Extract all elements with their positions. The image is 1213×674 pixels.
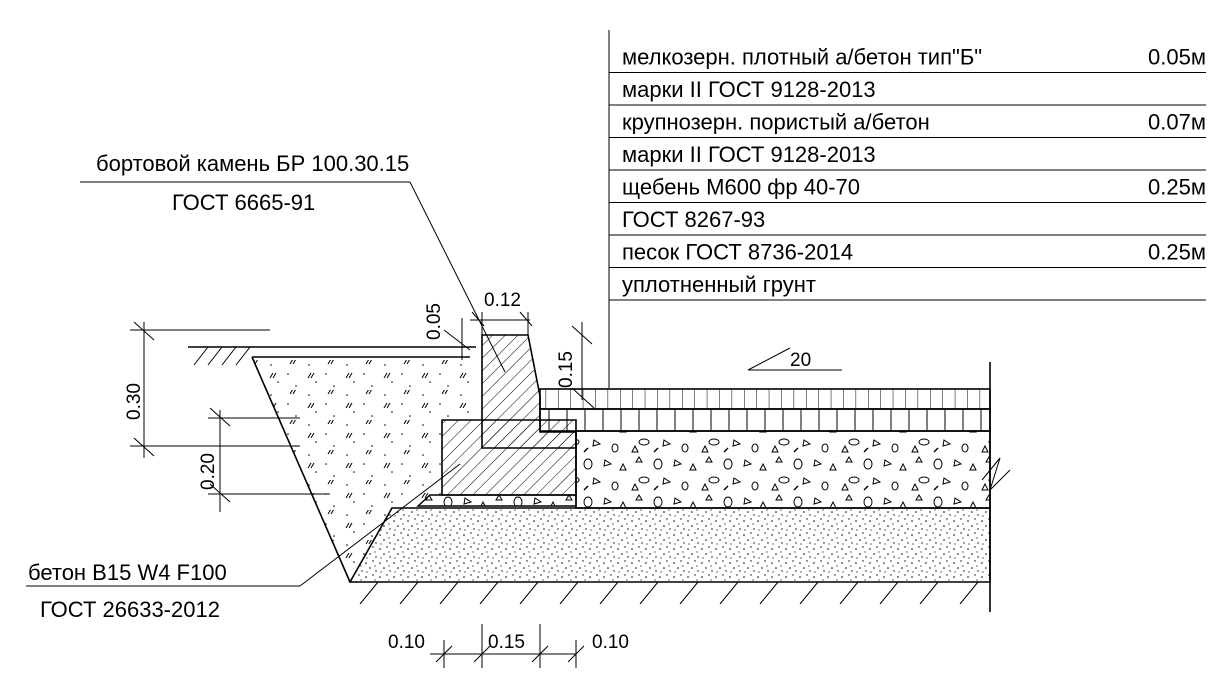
backfill-soil (252, 357, 472, 582)
slope-indicator: 20 (747, 347, 842, 371)
legend-row-text: щебень М600 фр 40-70 (622, 175, 860, 200)
legend-row-text: мелкозерн. плотный а/бетон тип"Б" (622, 45, 982, 70)
ground-hatch-left (193, 346, 251, 366)
curb-stone (481, 334, 577, 449)
trench-slope-left (251, 356, 351, 583)
layer-fine-asphalt (539, 388, 991, 410)
dim-030: 0.30 (124, 383, 145, 420)
legend-row-text: крупнозерн. пористый а/бетон (622, 110, 930, 135)
legend-row-text: марки II ГОСТ 9128-2013 (622, 77, 876, 102)
legend-row-text: марки II ГОСТ 9128-2013 (622, 142, 876, 167)
layer-legend: мелкозерн. плотный а/бетон тип"Б" 0.05м ма… (608, 30, 1206, 388)
layer-crushed-stone (575, 430, 991, 509)
dim-012: 0.12 (484, 290, 521, 311)
break-symbol (981, 457, 1011, 491)
curb-body (481, 334, 577, 449)
curb-label-line2: ГОСТ 6665-91 (172, 190, 315, 215)
legend-row-thickness: 0.25м (1148, 175, 1206, 200)
soil-section (188, 346, 476, 583)
dim-005: 0.05 (424, 303, 445, 340)
legend-rows: мелкозерн. плотный а/бетон тип"Б" 0.05м ма… (609, 45, 1206, 301)
legend-row-text: песок ГОСТ 8736-2014 (622, 240, 853, 265)
legend-row-text: ГОСТ 8267-93 (622, 207, 765, 232)
concrete-gravel-bed (416, 494, 577, 507)
dim-015-vertical: 0.15 (556, 351, 577, 388)
layer-coarse-asphalt (539, 408, 991, 432)
legend-row-thickness: 0.05м (1148, 45, 1206, 70)
dimension-marks: 0.05 0.12 0.15 0.30 0.20 (124, 290, 629, 668)
slope-value: 20 (790, 350, 811, 371)
concrete-label-line2: ГОСТ 26633-2012 (40, 597, 220, 622)
callout-concrete: бетон В15 W4 F100 ГОСТ 26633-2012 (26, 463, 461, 622)
ground-hatch-bottom (359, 581, 979, 605)
dim-bottom-015: 0.15 (488, 632, 525, 653)
road-layers (348, 362, 1011, 612)
legend-row-text: уплотненный грунт (622, 272, 816, 297)
curb-label-line1: бортовой камень БР 100.30.15 (96, 151, 409, 176)
dim-bottom-010-left: 0.10 (388, 632, 425, 653)
callout-curb: бортовой камень БР 100.30.15 ГОСТ 6665-9… (80, 151, 506, 373)
dim-020: 0.20 (198, 453, 219, 490)
legend-row-thickness: 0.25м (1148, 240, 1206, 265)
legend-row-thickness: 0.07м (1148, 110, 1206, 135)
dim-bottom-010-right: 0.10 (592, 632, 629, 653)
layer-sand (348, 507, 991, 583)
concrete-label-line1: бетон В15 W4 F100 (28, 560, 227, 585)
